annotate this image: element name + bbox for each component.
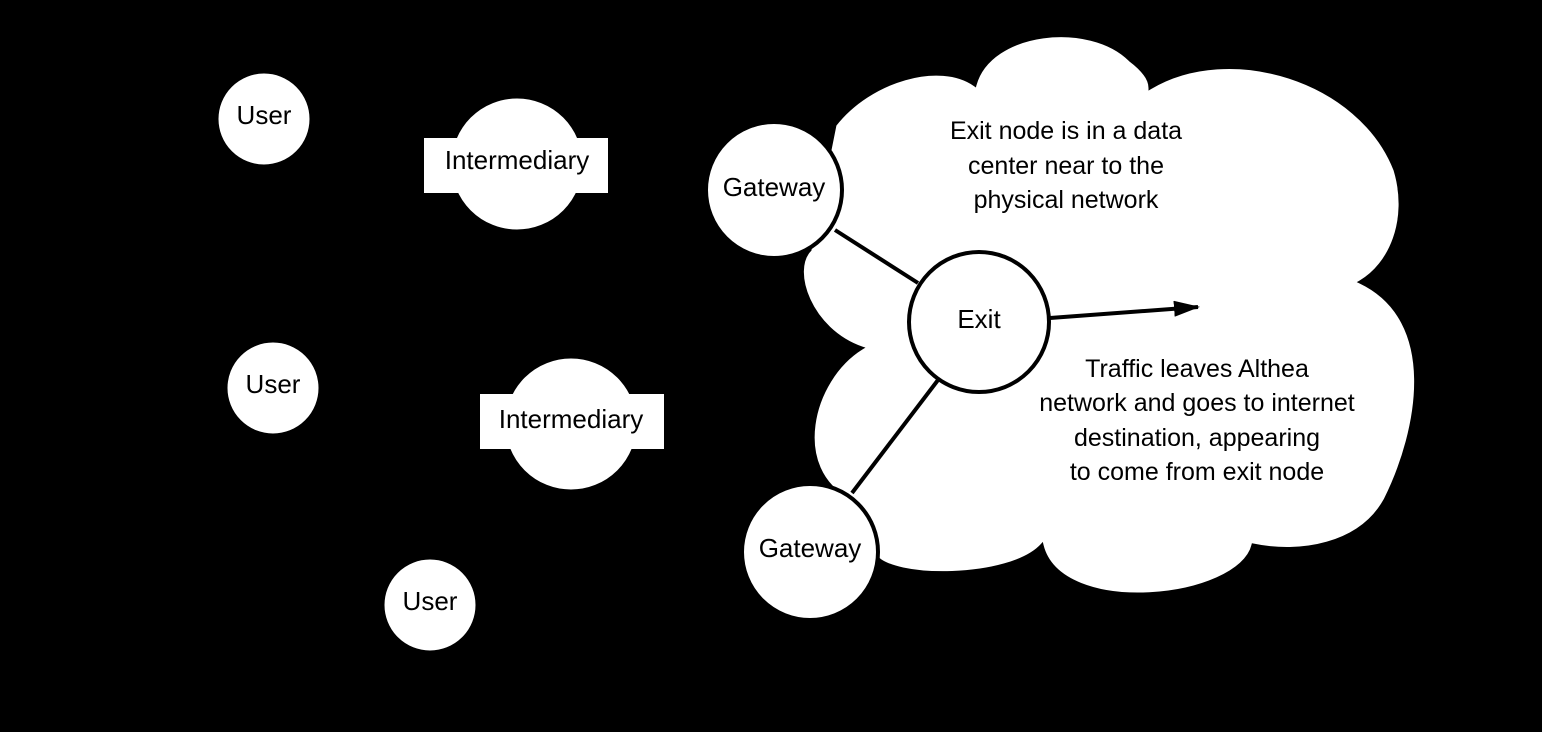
note-line: Traffic leaves Althea bbox=[1085, 355, 1309, 383]
node-label: Gateway bbox=[723, 172, 826, 202]
node-circle bbox=[381, 556, 479, 654]
node-circle bbox=[907, 250, 1051, 394]
node-gateway-1[interactable]: Gateway bbox=[704, 120, 844, 260]
node-label: Exit bbox=[957, 304, 1001, 334]
note-line: center near to the bbox=[968, 152, 1164, 180]
node-circle bbox=[704, 120, 844, 260]
node-circle bbox=[740, 482, 880, 622]
edge-gateway1-exit bbox=[833, 228, 920, 285]
cloud-note-top: Exit node is in a data center near to th… bbox=[950, 117, 1182, 214]
node-user-2[interactable]: User bbox=[224, 339, 322, 437]
node-gateway-2[interactable]: Gateway bbox=[740, 482, 880, 622]
edge-gateway2-exit bbox=[850, 378, 940, 495]
edge-exit-internet-arrow bbox=[1049, 300, 1200, 320]
node-user-1[interactable]: User bbox=[215, 70, 313, 168]
node-label: Gateway bbox=[759, 533, 862, 563]
node-user-3[interactable]: User bbox=[381, 556, 479, 654]
node-circle bbox=[224, 339, 322, 437]
cloud-note-bottom: Traffic leaves Althea network and goes t… bbox=[1039, 355, 1355, 486]
node-intermediary-1[interactable]: Intermediary bbox=[424, 95, 608, 233]
node-label: Intermediary bbox=[499, 404, 644, 434]
node-exit[interactable]: Exit bbox=[907, 250, 1051, 394]
label-backdrop bbox=[424, 138, 608, 193]
node-label: User bbox=[237, 100, 292, 130]
note-line: to come from exit node bbox=[1070, 458, 1324, 486]
node-label: User bbox=[246, 369, 301, 399]
note-line: destination, appearing bbox=[1074, 424, 1320, 452]
node-label: User bbox=[403, 586, 458, 616]
node-circle bbox=[215, 70, 313, 168]
note-line: network and goes to internet bbox=[1039, 389, 1355, 417]
node-intermediary-2[interactable]: Intermediary bbox=[480, 355, 664, 493]
node-label: Intermediary bbox=[445, 145, 590, 175]
note-line: physical network bbox=[974, 186, 1159, 214]
label-backdrop bbox=[480, 394, 664, 449]
note-line: Exit node is in a data bbox=[950, 117, 1182, 145]
